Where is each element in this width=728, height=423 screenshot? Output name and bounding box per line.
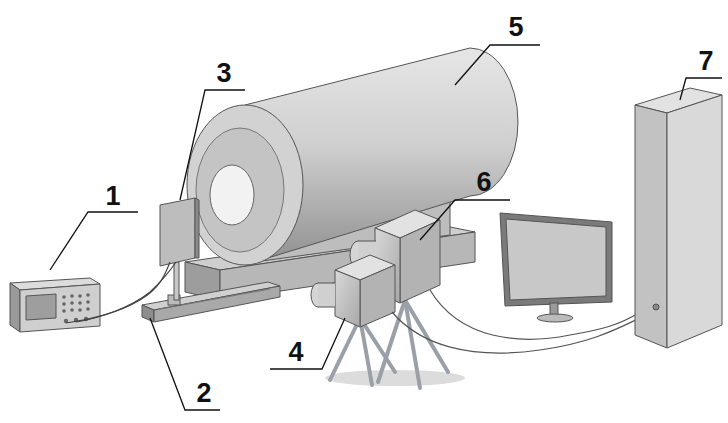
monitor <box>500 213 612 322</box>
callout-number: 7 <box>698 48 713 75</box>
signal-wires <box>66 262 176 323</box>
callout-number: 5 <box>508 14 523 41</box>
callout-number: 6 <box>476 169 491 196</box>
cylinder-chamber <box>187 48 518 265</box>
target-plate <box>160 198 199 300</box>
callout-number: 3 <box>216 60 231 87</box>
slide-rail <box>142 282 280 322</box>
callout-number: 1 <box>105 183 120 210</box>
computer-tower <box>635 88 722 348</box>
oscilloscope <box>10 278 100 332</box>
leader-lines <box>50 45 722 410</box>
camera <box>311 255 395 327</box>
callout-number: 4 <box>288 339 303 366</box>
callout-number: 2 <box>196 380 211 407</box>
